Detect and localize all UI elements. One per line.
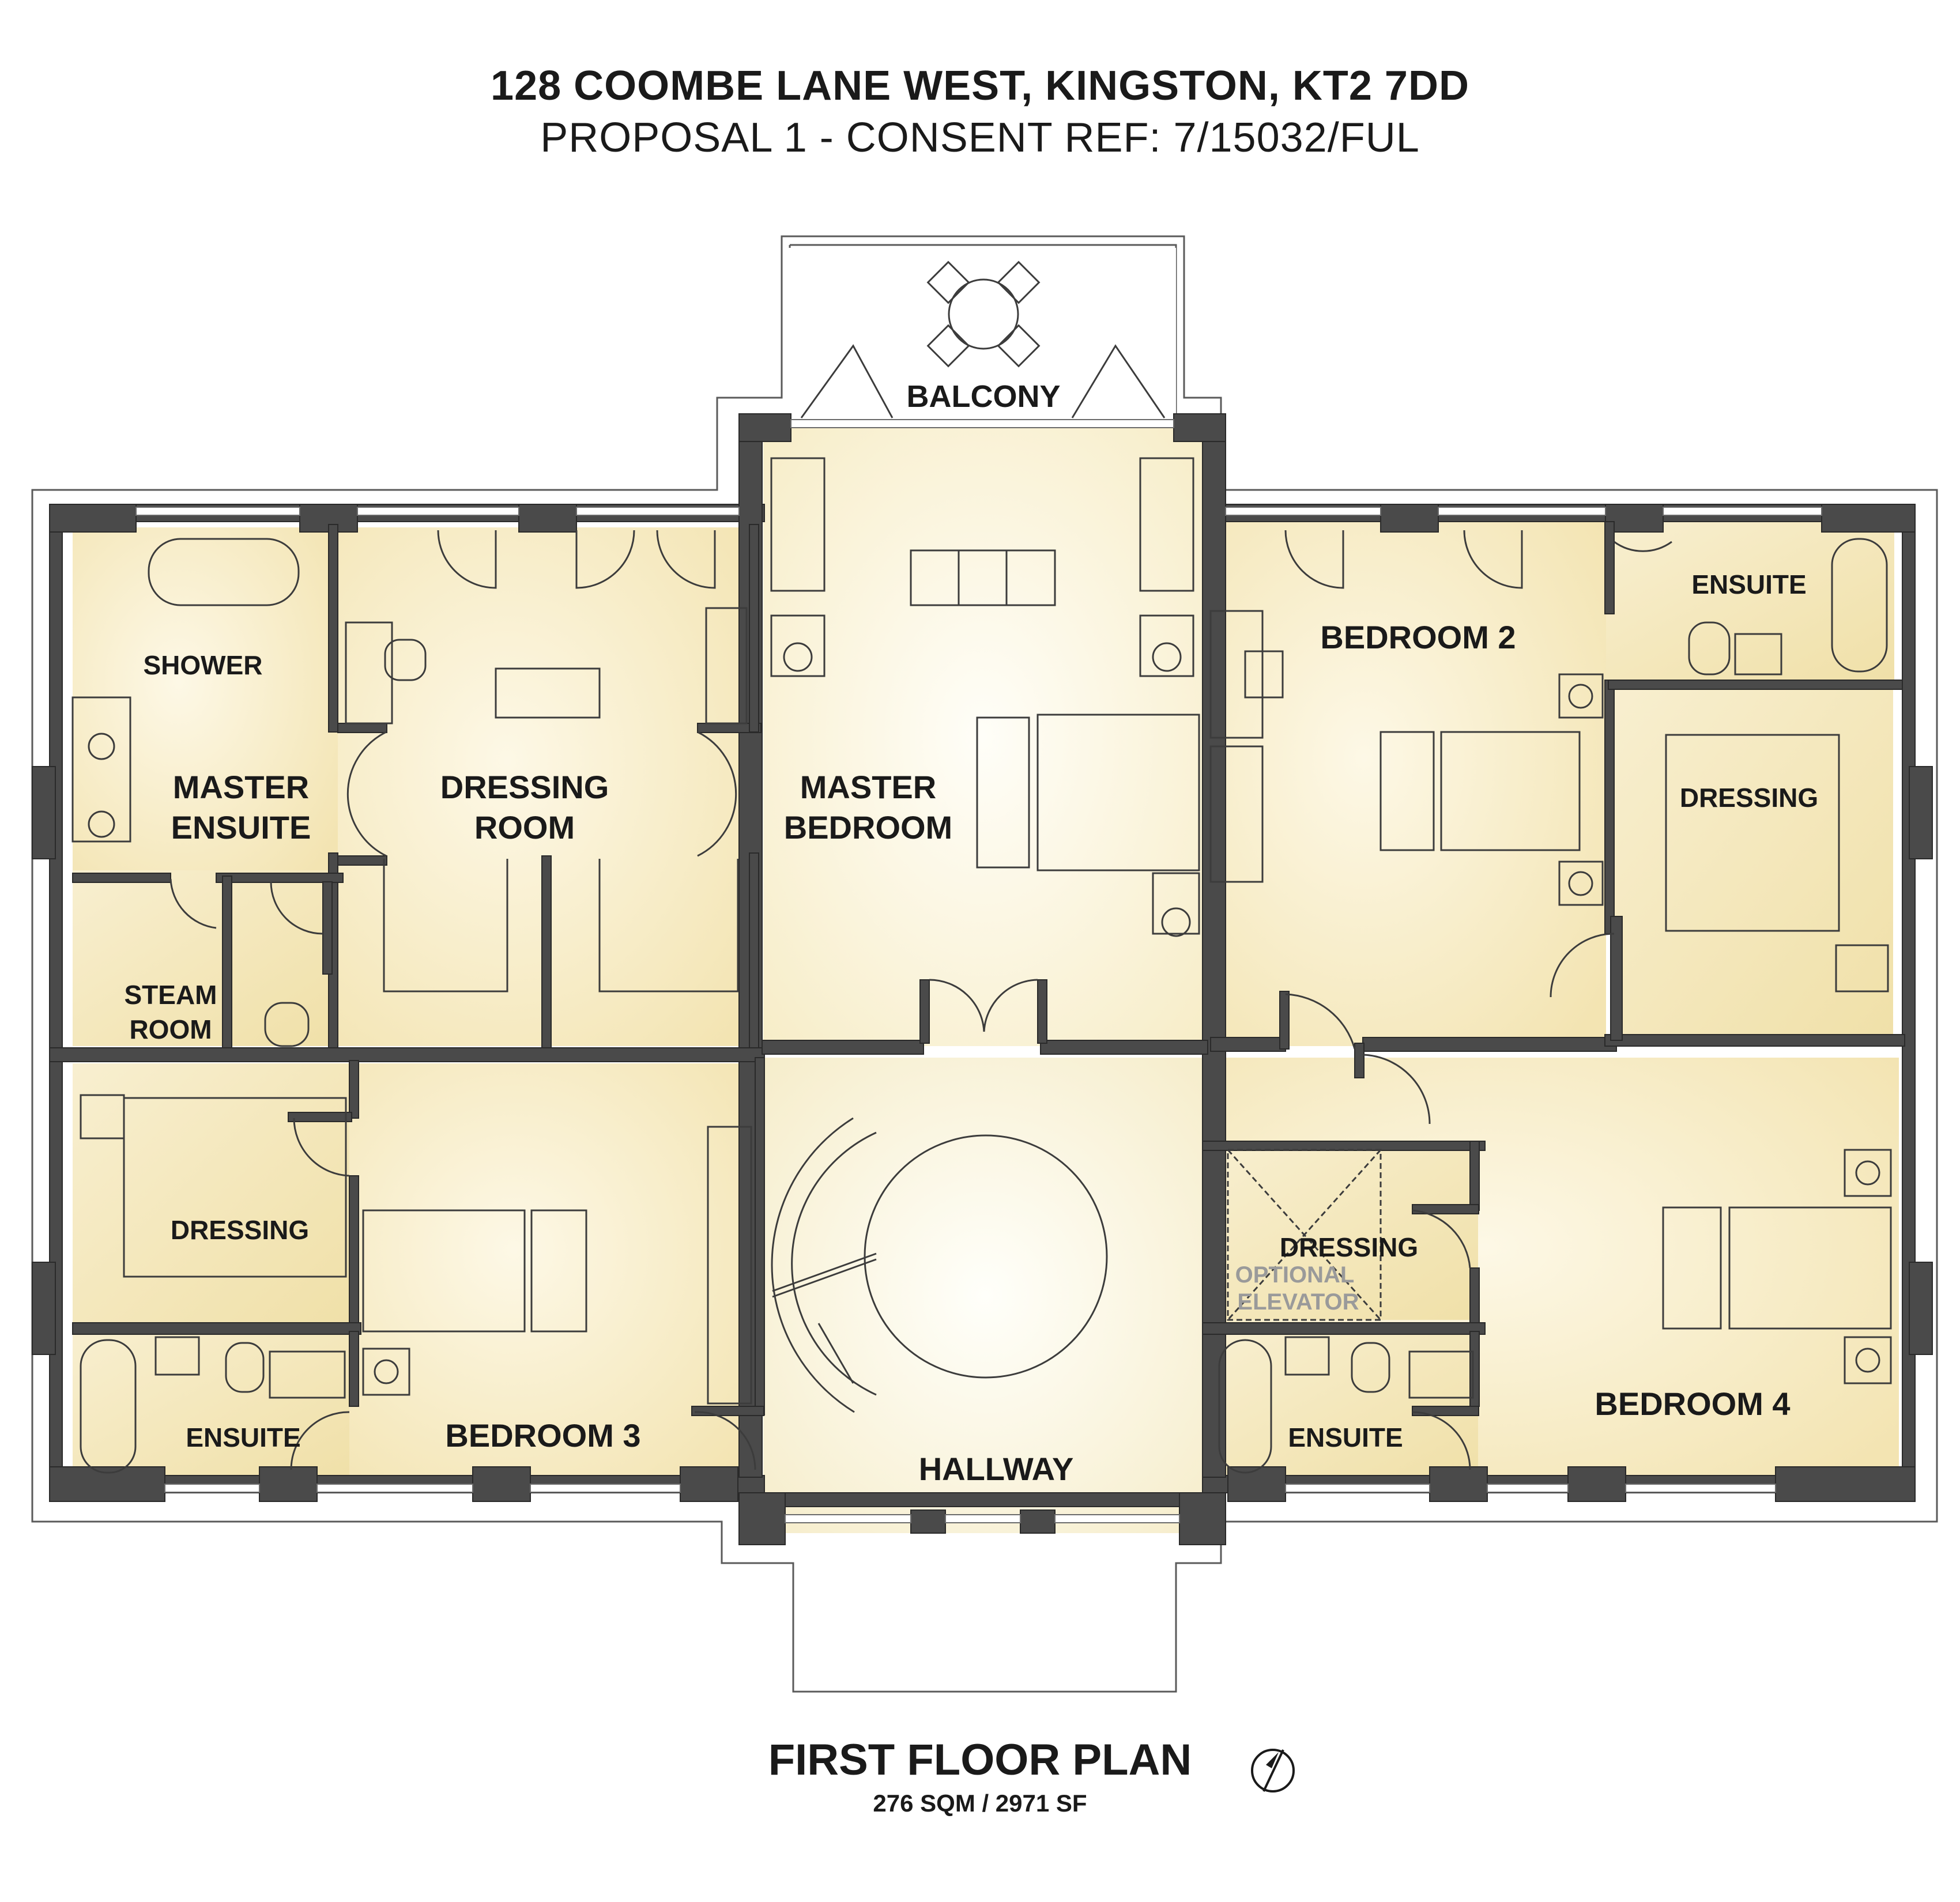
staircase [771,1117,1108,1413]
balcony-table [800,261,1166,418]
plan-address: 128 COOMBE LANE WEST, KINGSTON, KT2 7DD [491,63,1469,109]
label-ensuite-b3: ENSUITE [186,1422,300,1452]
label-ensuite-b2: ENSUITE [1691,569,1806,599]
north-arrow-icon [1251,1749,1295,1792]
label-elevator-2: ELEVATOR [1237,1289,1359,1315]
bedroom2-ensuite-fixtures [1665,538,1889,992]
plan-proposal: PROPOSAL 1 - CONSENT REF: 7/15032/FUL [540,115,1420,161]
label-hallway: HALLWAY [919,1451,1074,1487]
label-elevator-1: OPTIONAL [1235,1262,1355,1288]
label-dressing-b2: DRESSING [1680,783,1818,813]
label-master-ensuite-1: MASTER [173,769,309,805]
bedroom4-furniture [1218,1149,1892,1474]
label-master-bedroom-2: BEDROOM [784,809,952,846]
plan-area: 276 SQM / 2971 SF [873,1790,1087,1817]
label-master-ensuite-2: ENSUITE [171,809,311,846]
doors [169,530,1672,1470]
label-dressing-b4: DRESSING [1280,1232,1418,1262]
label-ensuite-b4: ENSUITE [1288,1422,1403,1452]
master-ensuite-fixtures [71,538,748,1047]
label-dressing-room-2: ROOM [474,809,575,846]
label-bedroom-3: BEDROOM 3 [445,1417,640,1454]
bedroom2-furniture [1209,610,1604,906]
label-bedroom-2: BEDROOM 2 [1320,619,1516,655]
label-dressing-room-1: DRESSING [440,769,609,805]
bedroom3-furniture [80,1094,752,1474]
label-shower: SHOWER [144,650,263,680]
label-dressing-b3: DRESSING [171,1215,309,1245]
label-steam-2: ROOM [129,1014,212,1044]
plan-title: FIRST FLOOR PLAN [768,1735,1192,1784]
master-bedroom-furniture [770,457,1200,937]
windows [135,419,1822,1523]
label-master-bedroom-1: MASTER [800,769,936,805]
floor-fills [73,248,1899,1533]
label-balcony: BALCONY [907,379,1061,414]
label-bedroom-4: BEDROOM 4 [1595,1386,1790,1422]
label-steam-1: STEAM [125,980,217,1010]
